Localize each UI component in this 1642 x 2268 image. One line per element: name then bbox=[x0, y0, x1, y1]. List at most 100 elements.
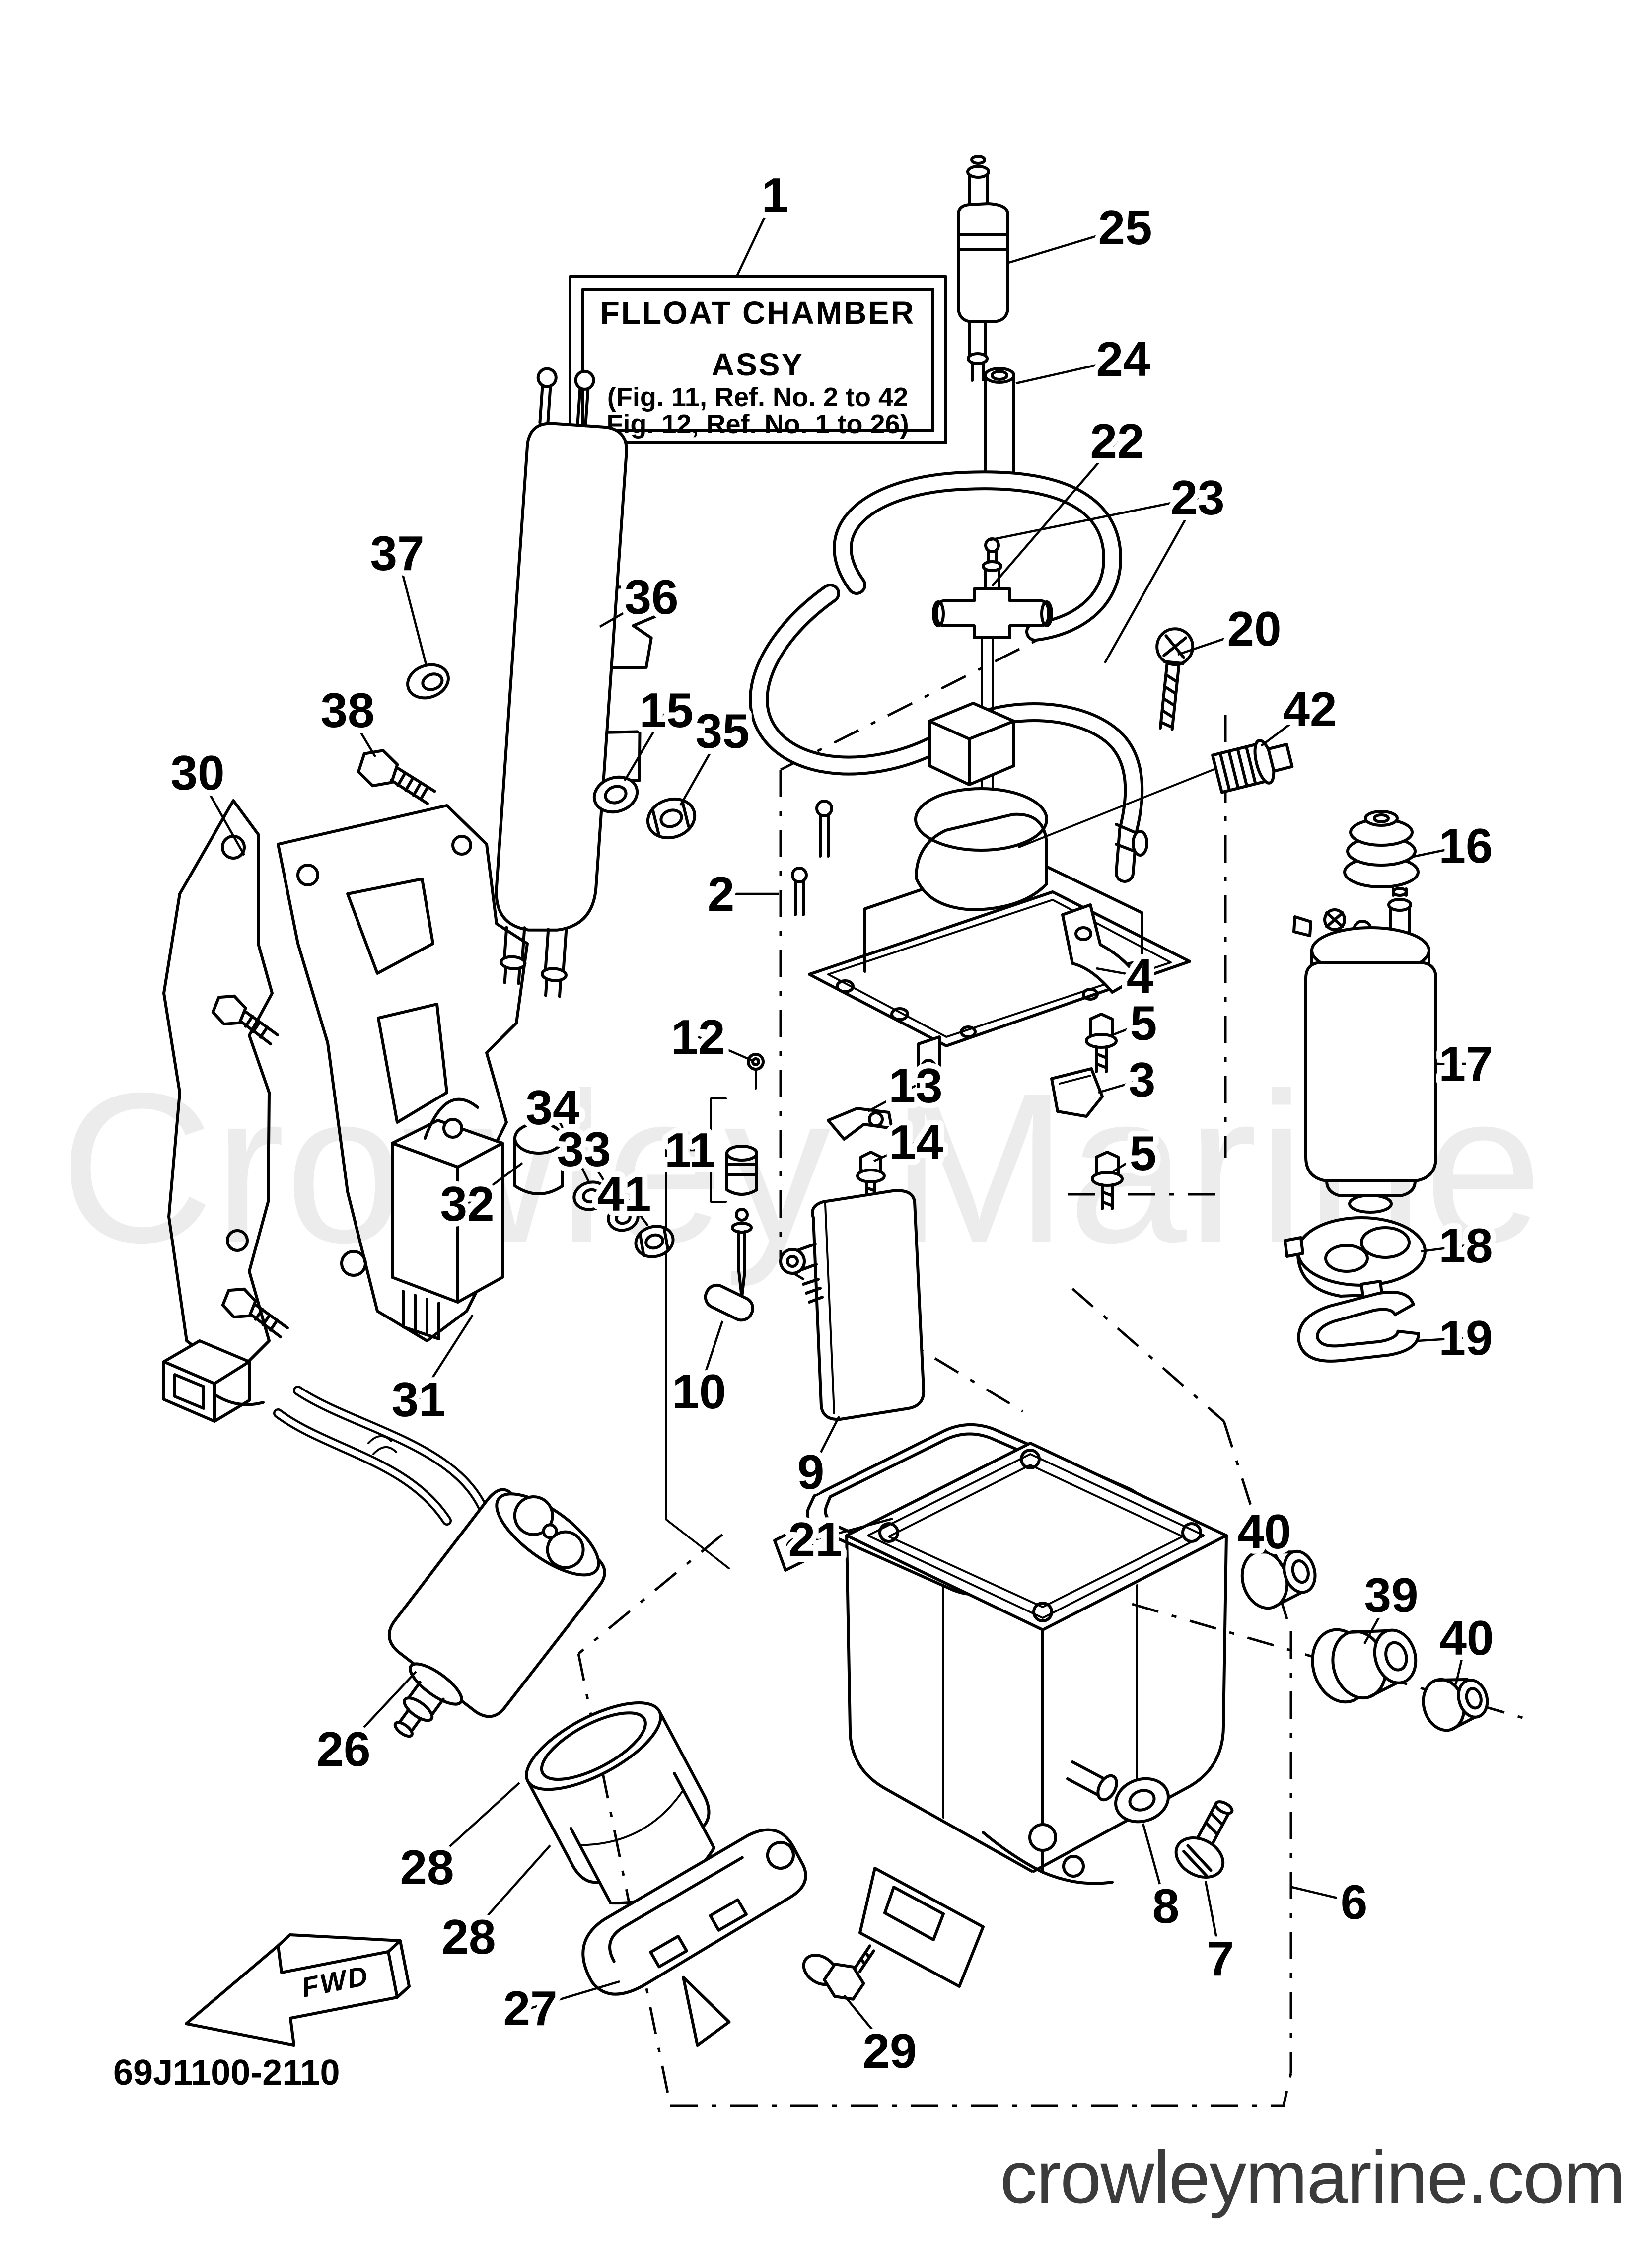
leader-line-36 bbox=[599, 596, 652, 628]
plug-42-icon bbox=[1211, 738, 1294, 794]
fuel-hose-23-upper bbox=[833, 470, 1123, 642]
leader-line-33 bbox=[583, 1148, 620, 1205]
leader-line-18 bbox=[1421, 1244, 1466, 1253]
float-9 bbox=[779, 1189, 926, 1421]
fuel-pipe-24 bbox=[984, 367, 1015, 482]
screw-14-icon bbox=[856, 1151, 886, 1205]
grommet-37-icon bbox=[406, 663, 450, 700]
callout-label-3-17: 3 bbox=[1129, 1052, 1156, 1107]
leader-line-10 bbox=[698, 1320, 724, 1392]
callout-label-33-24: 33 bbox=[557, 1122, 611, 1176]
callout-label-16-7: 16 bbox=[1438, 818, 1493, 873]
nut-35-icon bbox=[646, 797, 697, 840]
nut-41-icon bbox=[634, 1225, 675, 1258]
clip-19-icon bbox=[1297, 1291, 1421, 1363]
leader-line-9 bbox=[809, 1415, 841, 1473]
callout-label-37-9: 37 bbox=[370, 526, 424, 581]
callout-label-20-5: 20 bbox=[1227, 601, 1281, 656]
leader-line-23 bbox=[1104, 497, 1199, 664]
leader-line-19 bbox=[1417, 1336, 1466, 1342]
leader-line-23 bbox=[988, 496, 1198, 542]
leader-line-32 bbox=[466, 1162, 523, 1205]
callout-label-34-23: 34 bbox=[525, 1080, 579, 1135]
leader-line-6 bbox=[1291, 1886, 1355, 1903]
title-line-1: FLLOAT CHAMBER bbox=[600, 295, 916, 331]
callout-label-40-34: 40 bbox=[1237, 1504, 1291, 1559]
washer-8-icon bbox=[1114, 1777, 1170, 1824]
callout-label-35-12: 35 bbox=[695, 704, 749, 758]
leader-line-42 bbox=[1260, 708, 1311, 747]
leader-line-35 bbox=[679, 730, 723, 806]
callout-label-11-21: 11 bbox=[664, 1123, 716, 1177]
callout-label-36-8: 36 bbox=[624, 570, 678, 624]
leader-line-24 bbox=[1015, 358, 1124, 385]
callout-label-30-13: 30 bbox=[170, 745, 224, 800]
leader-line-12 bbox=[698, 1035, 753, 1062]
callout-label-12-19: 12 bbox=[671, 1010, 725, 1064]
leader-line-27 bbox=[530, 1980, 620, 2010]
leader-line-39 bbox=[1363, 1594, 1392, 1645]
plate-bolt-upper-icon bbox=[211, 994, 279, 1046]
callout-label-28-38: 28 bbox=[400, 1840, 454, 1895]
leader-line-31 bbox=[418, 1314, 474, 1400]
leader-line-37 bbox=[396, 553, 428, 665]
callout-label-42-6: 42 bbox=[1283, 682, 1337, 736]
leader-line-5 bbox=[1111, 1022, 1144, 1037]
callout-label-5-16: 5 bbox=[1130, 996, 1157, 1050]
relay-31 bbox=[391, 1097, 504, 1340]
screw-20-icon bbox=[1155, 627, 1195, 731]
callout-label-24-2: 24 bbox=[1096, 332, 1150, 386]
leader-line-14 bbox=[873, 1141, 917, 1163]
leader-line-28 bbox=[426, 1782, 520, 1868]
callout-label-4-15: 4 bbox=[1127, 949, 1154, 1004]
leader-line-21 bbox=[815, 1517, 893, 1541]
callout-label-29-41: 29 bbox=[862, 2024, 917, 2078]
pin-10-icon bbox=[704, 1283, 755, 1322]
drawing-number: 69J1100-2110 bbox=[113, 2053, 340, 2093]
bolt-29-icon bbox=[802, 1944, 875, 2001]
leader-line-20 bbox=[1177, 627, 1255, 656]
leader-line-38 bbox=[347, 709, 376, 758]
fuel-pump-26 bbox=[387, 1488, 606, 1738]
pump-wires bbox=[273, 1386, 495, 1533]
float-chamber-body bbox=[773, 1442, 1228, 1988]
callout-label-9-32: 9 bbox=[797, 1445, 825, 1499]
callout-label-32-26: 32 bbox=[440, 1176, 494, 1231]
callout-label-22-3: 22 bbox=[1090, 414, 1144, 468]
callout-label-31-30: 31 bbox=[391, 1372, 445, 1427]
leader-line-7 bbox=[1204, 1881, 1222, 1959]
leader-line-16 bbox=[1413, 844, 1466, 858]
callout-label-28-39: 28 bbox=[441, 1909, 496, 1964]
washer-34-icon bbox=[572, 1180, 609, 1211]
callout-label-14-22: 14 bbox=[889, 1115, 943, 1170]
leader-line-34 bbox=[551, 1107, 590, 1182]
callout-label-2-14: 2 bbox=[708, 867, 735, 921]
callout-label-7-43: 7 bbox=[1207, 1931, 1234, 1986]
fuel-filter-25 bbox=[957, 155, 1009, 382]
leader-line-25 bbox=[1006, 226, 1126, 265]
damper-3-icon bbox=[1050, 1067, 1104, 1118]
connector-plug bbox=[162, 1339, 265, 1423]
float-arm-clip-13-icon bbox=[827, 1107, 893, 1141]
title-line-2: ASSY bbox=[712, 347, 804, 382]
callout-label-38-10: 38 bbox=[320, 683, 374, 737]
callout-label-10-31: 10 bbox=[672, 1364, 726, 1419]
leader-line-28 bbox=[468, 1844, 551, 1938]
callout-label-5-18: 5 bbox=[1130, 1126, 1157, 1180]
callout-label-18-28: 18 bbox=[1438, 1218, 1493, 1273]
leader-line-22 bbox=[991, 440, 1118, 587]
screw-7-icon bbox=[1174, 1800, 1234, 1879]
washer-15-icon bbox=[592, 775, 639, 814]
callout-label-21-33: 21 bbox=[788, 1512, 842, 1567]
pump-cap-16-icon bbox=[1343, 810, 1420, 888]
callout-label-6-44: 6 bbox=[1341, 1875, 1368, 1929]
title-line-4: Fig. 12, Ref. No. 1 to 26) bbox=[606, 409, 909, 439]
fuel-pump-17 bbox=[1292, 887, 1437, 1214]
clip-12-icon bbox=[747, 1053, 765, 1090]
leader-line-29 bbox=[843, 1994, 891, 2052]
footer-site-link[interactable]: crowleymarine.com bbox=[1000, 2135, 1626, 2219]
bolt-38-icon bbox=[357, 749, 436, 805]
leader-line-5 bbox=[1111, 1152, 1144, 1173]
callout-label-15-11: 15 bbox=[639, 683, 693, 737]
